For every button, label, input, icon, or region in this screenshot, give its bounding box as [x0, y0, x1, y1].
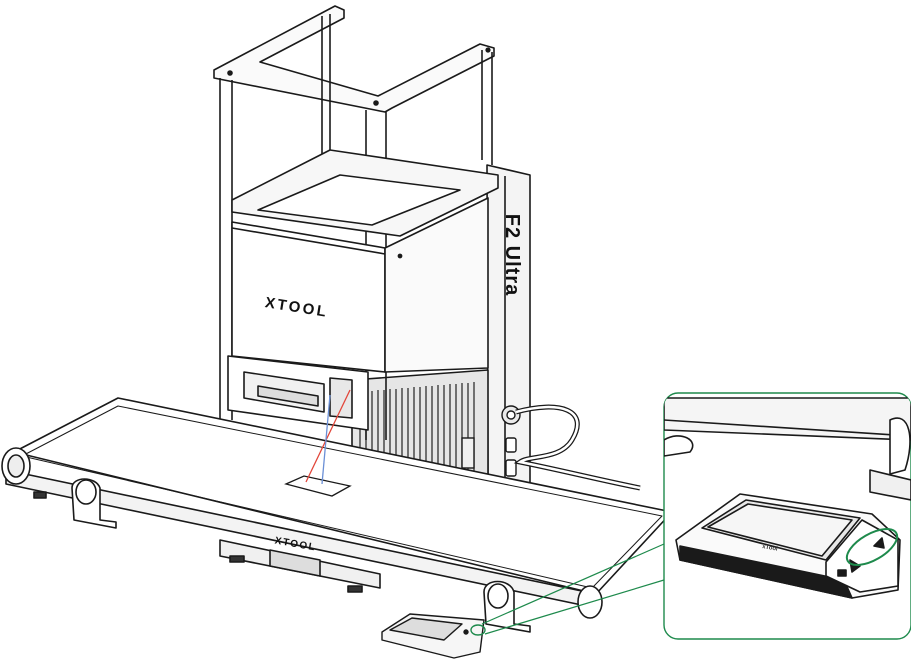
workpiece	[284, 475, 352, 497]
conveyor-belt	[1, 397, 673, 633]
laser-head-box	[227, 149, 499, 431]
cable	[513, 404, 641, 491]
inset-callout: xTool	[663, 392, 911, 640]
callout-connectors	[481, 543, 665, 635]
remote-buttons-highlight	[845, 528, 899, 566]
remote-brand: xTool	[762, 544, 779, 553]
model-badge: F2 Ultra	[501, 214, 523, 296]
remote-small	[381, 613, 485, 659]
remote-small-highlight	[470, 624, 486, 636]
side-controls	[461, 405, 521, 477]
laser-beams	[305, 389, 351, 485]
